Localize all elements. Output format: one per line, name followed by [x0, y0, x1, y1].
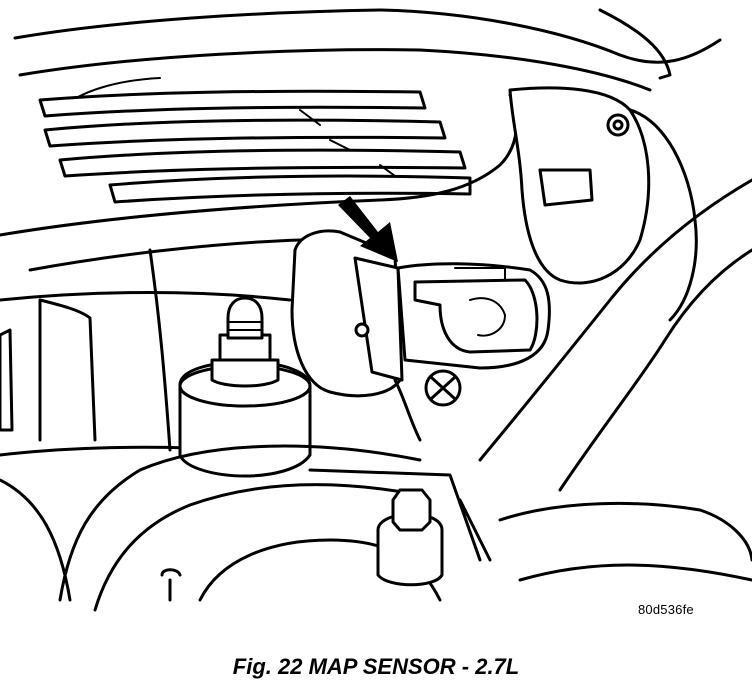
map-sensor: [292, 231, 549, 440]
figure-reference-code: 80d536fe: [638, 602, 694, 617]
callout-arrow-icon: [338, 196, 398, 262]
figure-caption: Fig. 22 MAP SENSOR - 2.7L: [232, 654, 520, 679]
air-hoses: [480, 180, 752, 580]
mounting-bolt: [426, 371, 460, 405]
intake-runners: [40, 91, 470, 202]
lower-bolt: [162, 490, 490, 600]
ball-stud-mount: [180, 298, 310, 476]
intake-manifold: [0, 95, 517, 455]
throttle-body: [510, 88, 696, 320]
